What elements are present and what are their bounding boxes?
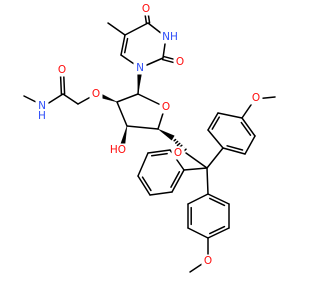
hash-bond-segment <box>173 138 177 142</box>
atom-hydrogen-suffix: H <box>38 110 46 122</box>
atom-label-o-amide: O <box>55 63 69 77</box>
single-bond <box>244 135 256 155</box>
double-bond-inner <box>209 197 226 207</box>
double-bond-outer <box>207 193 230 205</box>
atom-label-o-meo-bottom: O <box>201 254 215 268</box>
atom-label-nh3: NH <box>160 30 180 44</box>
double-bond-inner <box>150 152 168 157</box>
double-bond-outer <box>207 112 219 131</box>
atom-symbol: O <box>204 255 212 267</box>
double-bond-outer <box>241 117 256 137</box>
single-bond <box>116 93 139 103</box>
double-bond-outer <box>171 169 185 193</box>
atom-label-background <box>249 91 263 105</box>
atom-label-n1: N <box>133 61 147 75</box>
atom-label-oh3: HO <box>108 143 128 157</box>
double-bond-outer <box>120 34 126 56</box>
atom-label-background <box>201 254 215 268</box>
double-bond-inner <box>123 37 129 54</box>
atom-label-background <box>159 100 173 114</box>
atom-label-background <box>139 2 153 16</box>
single-bond <box>206 147 224 169</box>
single-bond <box>217 112 243 119</box>
double-bond-inner <box>209 225 226 235</box>
atom-label-background <box>89 87 103 101</box>
double-bond-inner <box>141 176 152 192</box>
single-bond <box>116 101 128 127</box>
double-bond-inner <box>240 121 252 136</box>
atom-symbol: NH <box>162 31 178 43</box>
atom-label-background <box>37 110 47 122</box>
atom-symbol: O <box>176 56 184 68</box>
single-bond <box>107 22 126 36</box>
single-bond <box>124 22 149 36</box>
atom-symbol: O <box>58 64 66 76</box>
double-bond-inner <box>170 171 181 188</box>
double-bond-outer <box>147 149 171 154</box>
atom-symbol: O <box>252 92 260 104</box>
single-bond <box>187 193 209 205</box>
atom-label-nh-amide: NH <box>35 99 49 122</box>
atom-symbol: O <box>162 101 170 113</box>
single-bond <box>185 152 208 169</box>
atom-label-o-ether2: O <box>89 87 103 101</box>
atom-symbol: HO <box>110 144 126 156</box>
atom-label-o-c4: O <box>139 2 153 16</box>
atom-symbol: N <box>136 62 144 74</box>
bond-layer <box>23 9 276 273</box>
double-bond-outer <box>137 175 151 196</box>
hash-bond-segment <box>176 142 181 147</box>
atom-symbol: O <box>174 147 182 159</box>
atom-label-background <box>133 61 147 75</box>
atom-label-background <box>55 63 69 77</box>
double-bond-outer <box>207 227 230 239</box>
single-bond <box>206 167 209 195</box>
atom-label-background <box>108 143 128 157</box>
atom-label-background <box>173 55 187 69</box>
single-bond <box>126 125 159 130</box>
wedge-bond <box>157 128 175 141</box>
double-bond-inner <box>211 116 221 130</box>
double-bond-inner <box>226 145 244 151</box>
single-bond <box>62 93 79 105</box>
hash-bond-segment <box>175 140 179 144</box>
single-bond <box>187 227 209 239</box>
single-bond <box>149 191 173 196</box>
single-bond <box>183 167 208 171</box>
atom-label-o-ring: O <box>159 100 173 114</box>
double-bond-outer <box>222 147 246 155</box>
atom-label-o-c2: O <box>173 55 187 69</box>
single-bond <box>137 152 149 177</box>
atom-symbol: O <box>142 3 150 15</box>
atom-symbol: O <box>92 88 100 100</box>
atom-symbol: N <box>38 100 46 112</box>
atom-label-background <box>160 30 180 44</box>
atom-label-background <box>171 146 185 160</box>
atom-label-background <box>35 99 49 113</box>
atom-label-o-ether5: O <box>171 146 185 160</box>
single-bond <box>207 129 224 149</box>
atom-label-o-meo-top: O <box>249 91 263 105</box>
